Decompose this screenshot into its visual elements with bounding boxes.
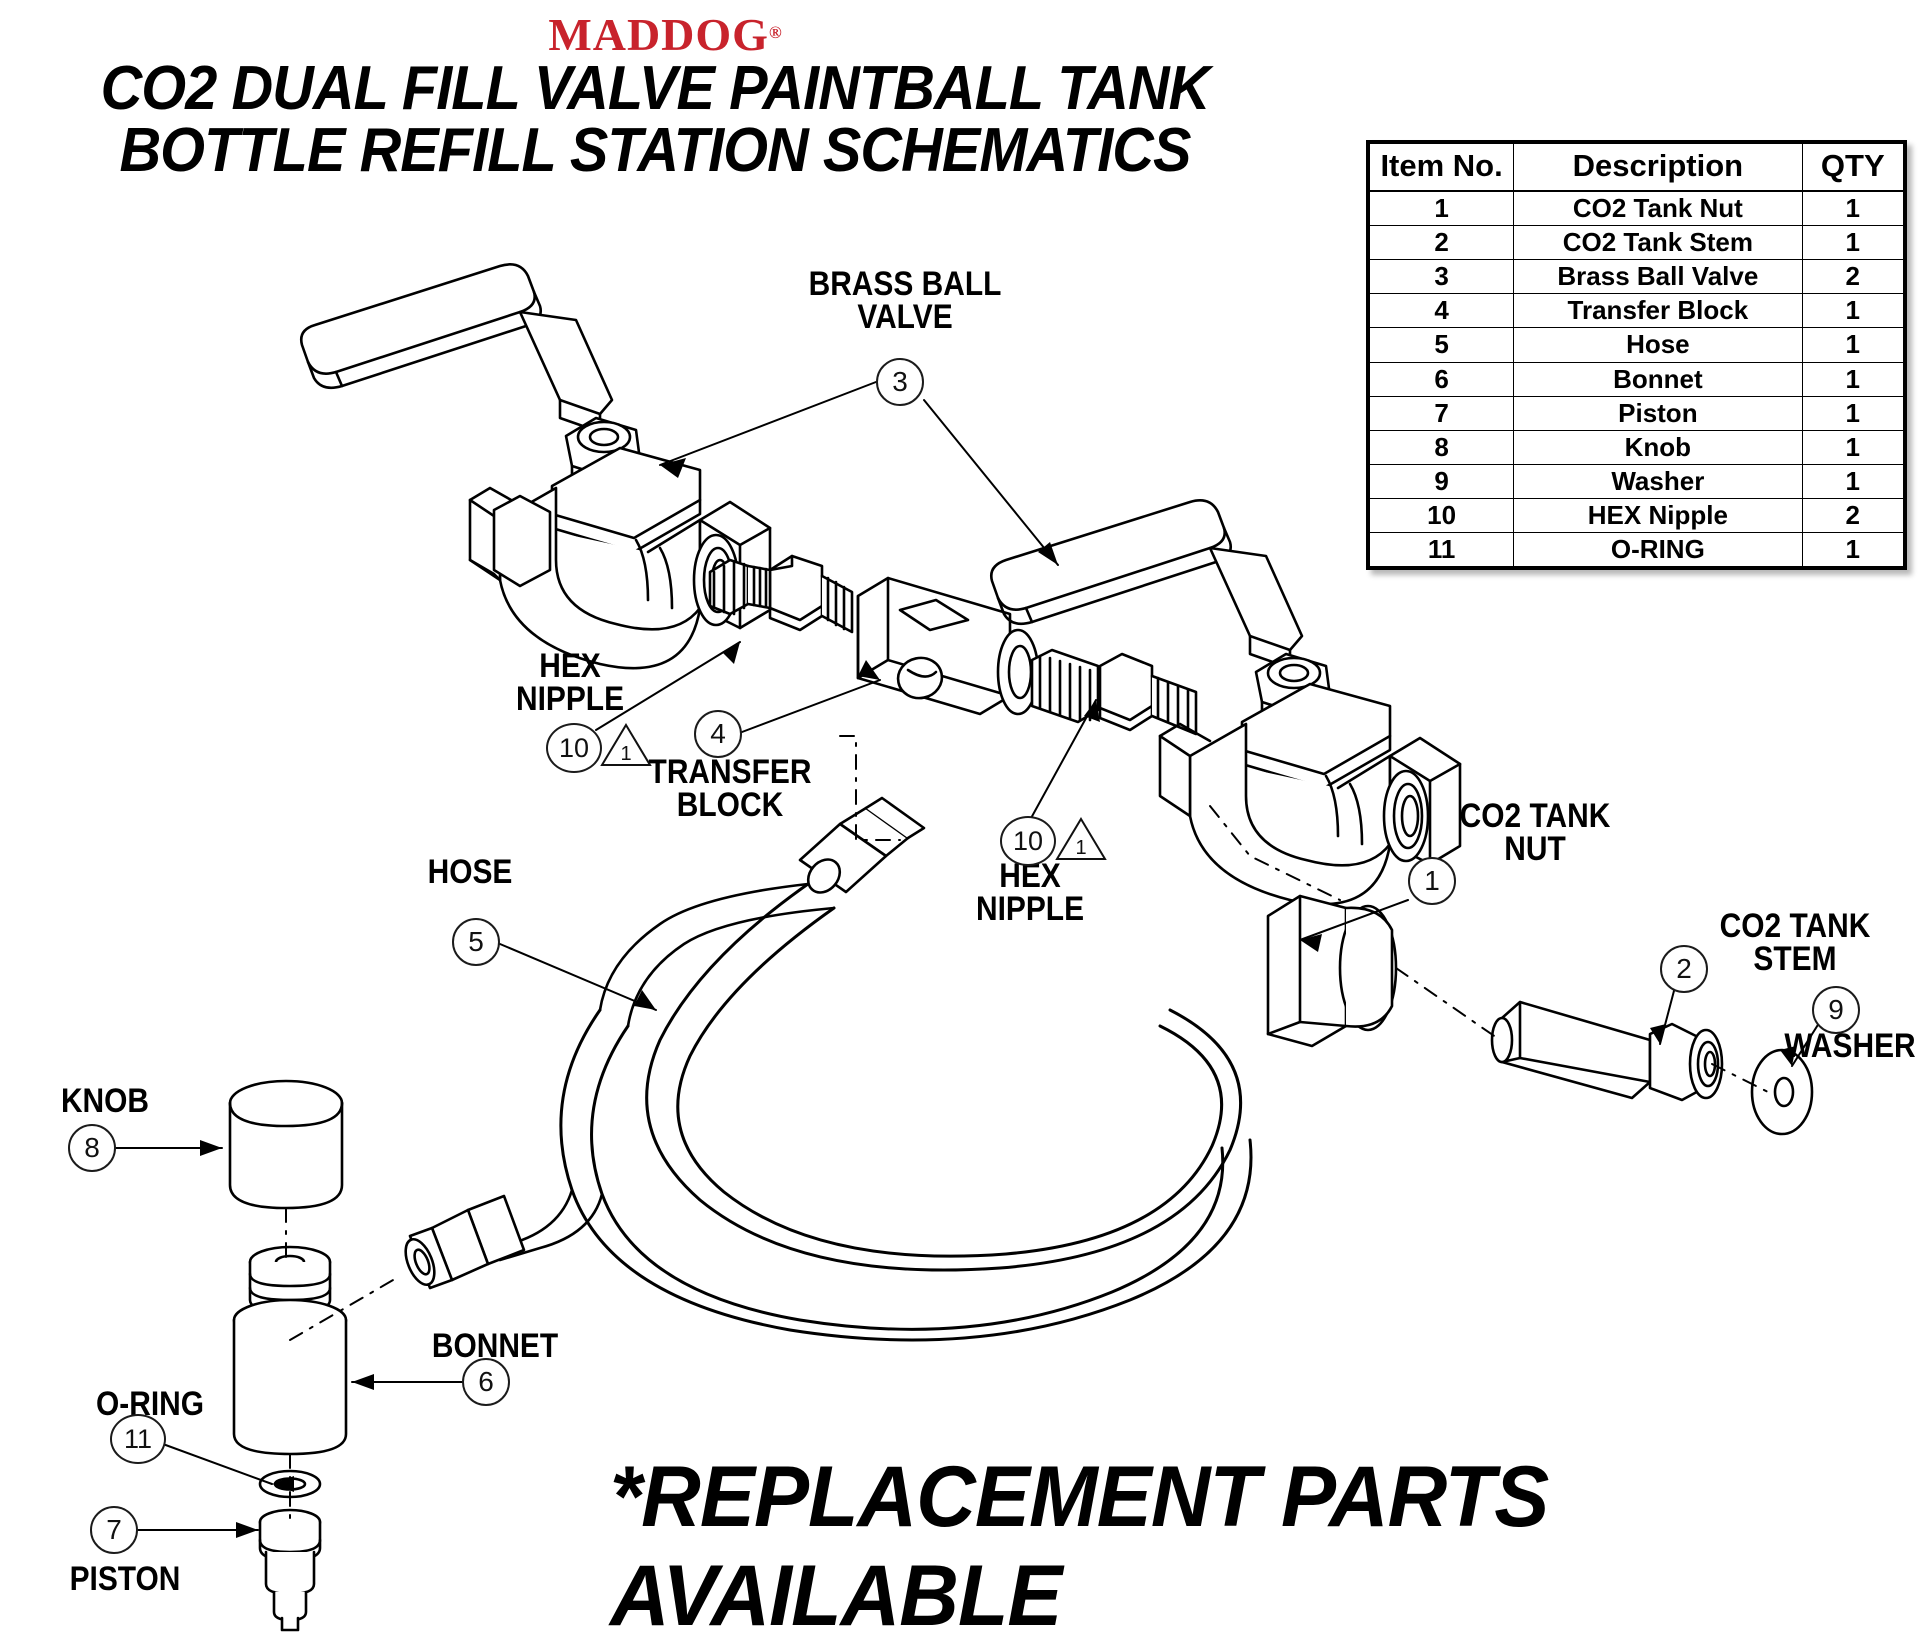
cell-qty: 1	[1801, 225, 1905, 261]
label-hose: HOSE	[427, 853, 513, 891]
replacement-parts-banner: *REPLACEMENT PARTS AVAILABLE	[610, 1449, 1549, 1632]
co2-tank-nut-graphic	[1266, 894, 1398, 1048]
leader-lines	[115, 381, 1827, 1531]
warning-triangle-number-right: 1	[1075, 837, 1087, 859]
cell-description: Piston	[1513, 395, 1803, 431]
column-header-qty: QTY	[1801, 143, 1905, 192]
cell-item-no: 5	[1368, 327, 1515, 363]
label-transfer-block: TRANSFER BLOCK	[648, 753, 812, 825]
cell-qty: 2	[1801, 497, 1905, 534]
page-title-line2: BOTTLE REFILL STATION SCHEMATICS	[119, 116, 1191, 185]
balloon-callout-1[interactable]: 1	[1408, 857, 1456, 905]
table-header-row: Item No. Description QTY	[1368, 143, 1905, 192]
column-header-item-no: Item No.	[1368, 143, 1515, 192]
label-hex-nipple-right: HEX NIPPLE	[975, 857, 1085, 929]
balloon-callout-10-right[interactable]: 10	[1000, 816, 1056, 866]
cell-qty: 1	[1801, 361, 1905, 397]
label-washer: WASHER	[1784, 1027, 1916, 1065]
cell-qty: 1	[1801, 190, 1905, 227]
warning-triangle-icon-left: 1	[600, 722, 652, 768]
brand-name: MADDOG	[548, 9, 769, 60]
label-brass-ball-valve: BRASS BALL VALVE	[808, 265, 1002, 337]
bonnet-graphic	[232, 1245, 348, 1456]
cell-description: HEX Nipple	[1513, 497, 1803, 534]
cell-item-no: 6	[1368, 361, 1515, 397]
balloon-callout-5[interactable]: 5	[452, 918, 500, 966]
right-brass-ball-valve-graphic	[990, 499, 1462, 906]
maddog-brand-logo: MADDOG®	[0, 8, 1330, 61]
left-brass-ball-valve-graphic	[300, 263, 772, 670]
balloon-callout-6[interactable]: 6	[462, 1358, 510, 1406]
cell-item-no: 4	[1368, 293, 1515, 329]
knob-graphic	[228, 1079, 344, 1210]
cell-description: Hose	[1513, 327, 1803, 363]
balloon-callout-11[interactable]: 11	[110, 1414, 166, 1464]
registered-trademark-icon: ®	[768, 23, 782, 42]
label-co2-tank-nut: CO2 TANK NUT	[1459, 797, 1611, 869]
balloon-callout-4[interactable]: 4	[694, 710, 742, 758]
cell-qty: 1	[1801, 395, 1905, 431]
right-hex-nipple-graphic	[1030, 648, 1198, 736]
label-piston: PISTON	[69, 1560, 181, 1598]
left-hex-nipple-graphic	[708, 554, 854, 634]
balloon-callout-10-left[interactable]: 10	[546, 723, 602, 773]
balloon-callout-7[interactable]: 7	[90, 1506, 138, 1554]
cell-description: Transfer Block	[1513, 293, 1803, 329]
page-title: CO2 DUAL FILL VALVE PAINTBALL TANK BOTTL…	[46, 58, 1264, 182]
cell-qty: 1	[1801, 463, 1905, 499]
assembly-centerlines	[285, 735, 1769, 1519]
cell-description: Brass Ball Valve	[1513, 259, 1803, 295]
cell-item-no: 7	[1368, 395, 1515, 431]
co2-tank-stem-graphic	[1490, 1000, 1724, 1102]
warning-triangle-icon-right: 1	[1055, 816, 1107, 862]
label-bonnet: BONNET	[431, 1327, 559, 1365]
leader-arrowheads	[200, 458, 1796, 1538]
triangle-shape	[600, 723, 652, 766]
cell-item-no: 11	[1368, 532, 1515, 568]
piston-graphic	[258, 1508, 322, 1632]
balloon-callout-8[interactable]: 8	[68, 1124, 116, 1172]
balloon-callout-9[interactable]: 9	[1812, 986, 1860, 1034]
cell-item-no: 3	[1368, 259, 1515, 295]
label-co2-tank-stem: CO2 TANK STEM	[1719, 907, 1871, 979]
cell-description: CO2 Tank Stem	[1513, 225, 1803, 261]
hose-graphic	[404, 796, 1253, 1342]
warning-triangle-number-left: 1	[620, 743, 632, 765]
cell-qty: 2	[1801, 259, 1905, 295]
cell-item-no: 10	[1368, 497, 1515, 534]
triangle-shape	[1055, 817, 1107, 860]
label-hex-nipple-left: HEX NIPPLE	[515, 647, 625, 719]
label-knob: KNOB	[60, 1082, 150, 1120]
cell-description: Washer	[1513, 463, 1803, 499]
column-header-description: Description	[1513, 143, 1803, 192]
balloon-callout-2[interactable]: 2	[1660, 945, 1708, 993]
balloon-callout-3[interactable]: 3	[876, 358, 924, 406]
cell-description: O-RING	[1513, 532, 1803, 568]
cell-qty: 1	[1801, 532, 1905, 568]
page-title-line1: CO2 DUAL FILL VALVE PAINTBALL TANK	[100, 54, 1211, 123]
